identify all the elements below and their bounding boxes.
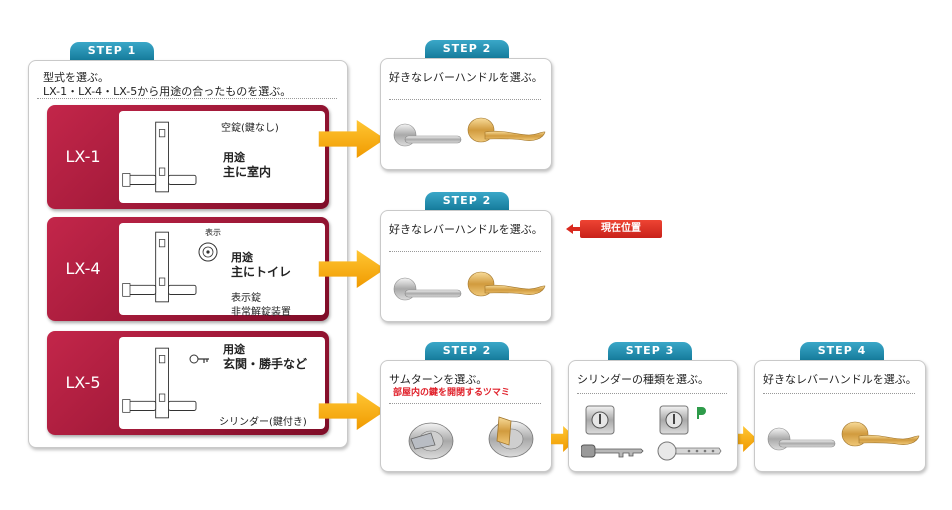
model-lx4-extra2: 非常解錠装置 <box>231 307 291 318</box>
silver-lever-icon[interactable] <box>393 119 463 149</box>
lock-diagram-icon <box>119 227 229 307</box>
step1-tab: STEP 1 <box>70 42 154 60</box>
divider <box>389 403 541 404</box>
current-position-badge: 現在位置 <box>566 220 662 238</box>
lock-diagram-icon <box>119 343 229 423</box>
step2-b-title: 好きなレバーハンドルを選ぶ。 <box>389 223 543 236</box>
brand-logo-icon <box>693 405 709 421</box>
lock-diagram-icon <box>119 119 229 195</box>
model-lx1-diagram: 空錠(鍵なし) 用途 主に室内 <box>119 111 325 203</box>
divider <box>577 393 727 394</box>
step2-b-panel[interactable]: 好きなレバーハンドルを選ぶ。 <box>380 210 552 322</box>
model-lx4-diagram: 表示 用途 主にトイレ 表示錠 非常解錠装置 <box>119 223 325 318</box>
model-lx4-use-label: 用途 <box>231 251 253 264</box>
divider <box>763 393 915 394</box>
step2-a-title: 好きなレバーハンドルを選ぶ。 <box>389 71 543 84</box>
key-icon[interactable] <box>581 439 645 463</box>
silver-lever-icon[interactable] <box>393 273 463 303</box>
model-lx4-extra1: 表示錠 <box>231 293 261 304</box>
model-lx4-label: LX-4 <box>65 259 101 278</box>
step2-c-subtitle: 部屋内の鍵を開閉するツマミ <box>393 388 510 398</box>
step3-panel[interactable]: シリンダーの種類を選ぶ。 <box>568 360 738 472</box>
thumbturn-silver-icon[interactable] <box>401 415 457 463</box>
cylinder-plate-icon[interactable] <box>585 405 615 435</box>
step4-title: 好きなレバーハンドルを選ぶ。 <box>763 373 917 386</box>
step2-b-tab: STEP 2 <box>425 192 509 210</box>
model-lx5-label: LX-5 <box>65 373 101 392</box>
model-lx5-extra1: シリンダー(鍵付き) <box>219 417 307 428</box>
key-icon <box>189 354 209 364</box>
step2-c-tab: STEP 2 <box>425 342 509 360</box>
step2-c-title: サムターンを選ぶ。 <box>389 373 488 386</box>
gold-lever-icon[interactable] <box>467 271 547 301</box>
cylinder-plate-icon[interactable] <box>659 405 689 435</box>
model-lx5-diagram: 用途 玄関・勝手など シリンダー(鍵付き) <box>119 337 325 429</box>
gold-lever-icon[interactable] <box>467 117 547 147</box>
model-lx5-card[interactable]: LX-5 用途 玄関・勝手など シリンダー(鍵付き) <box>47 331 329 435</box>
divider <box>389 251 541 252</box>
divider <box>389 99 541 100</box>
step3-tab: STEP 3 <box>608 342 692 360</box>
step2-a-tab: STEP 2 <box>425 40 509 58</box>
step4-panel[interactable]: 好きなレバーハンドルを選ぶ。 <box>754 360 926 472</box>
step1-panel: 型式を選ぶ。 LX-1・LX-4・LX-5から用途の合ったものを選ぶ。 LX-1… <box>28 60 348 448</box>
arrow-right-icon <box>318 120 386 158</box>
arrow-right-icon <box>318 250 386 288</box>
arrow-right-icon <box>318 392 386 430</box>
step1-title: 型式を選ぶ。 <box>43 71 109 84</box>
model-lx1-use-label: 用途 <box>223 151 245 164</box>
silver-lever-icon[interactable] <box>767 423 837 453</box>
step2-a-panel[interactable]: 好きなレバーハンドルを選ぶ。 <box>380 58 552 170</box>
arrow-left-icon <box>566 224 582 234</box>
indicator-icon <box>198 242 218 262</box>
model-lx4-card[interactable]: LX-4 表示 用途 主にトイレ 表示錠 非常解錠装置 <box>47 217 329 321</box>
gold-lever-icon[interactable] <box>841 421 921 451</box>
model-lx5-use-value: 玄関・勝手など <box>223 357 308 371</box>
model-lx4-note: 表示 <box>205 228 221 237</box>
thumbturn-gold-icon[interactable] <box>481 411 537 461</box>
step2-c-panel[interactable]: サムターンを選ぶ。 部屋内の鍵を開閉するツマミ <box>380 360 552 472</box>
model-lx1-label: LX-1 <box>65 147 101 166</box>
step3-title: シリンダーの種類を選ぶ。 <box>577 373 709 386</box>
model-lx5-use-label: 用途 <box>223 343 245 356</box>
model-lx1-note: 空錠(鍵なし) <box>221 123 279 134</box>
step1-subtitle: LX-1・LX-4・LX-5から用途の合ったものを選ぶ。 <box>43 85 292 98</box>
model-lx1-card[interactable]: LX-1 空錠(鍵なし) 用途 主に室内 <box>47 105 329 209</box>
step4-tab: STEP 4 <box>800 342 884 360</box>
dimple-key-icon[interactable] <box>657 439 723 463</box>
model-lx4-use-value: 主にトイレ <box>231 265 292 279</box>
divider <box>37 98 337 99</box>
current-position-label: 現在位置 <box>580 220 662 238</box>
model-lx1-use-value: 主に室内 <box>223 165 272 179</box>
